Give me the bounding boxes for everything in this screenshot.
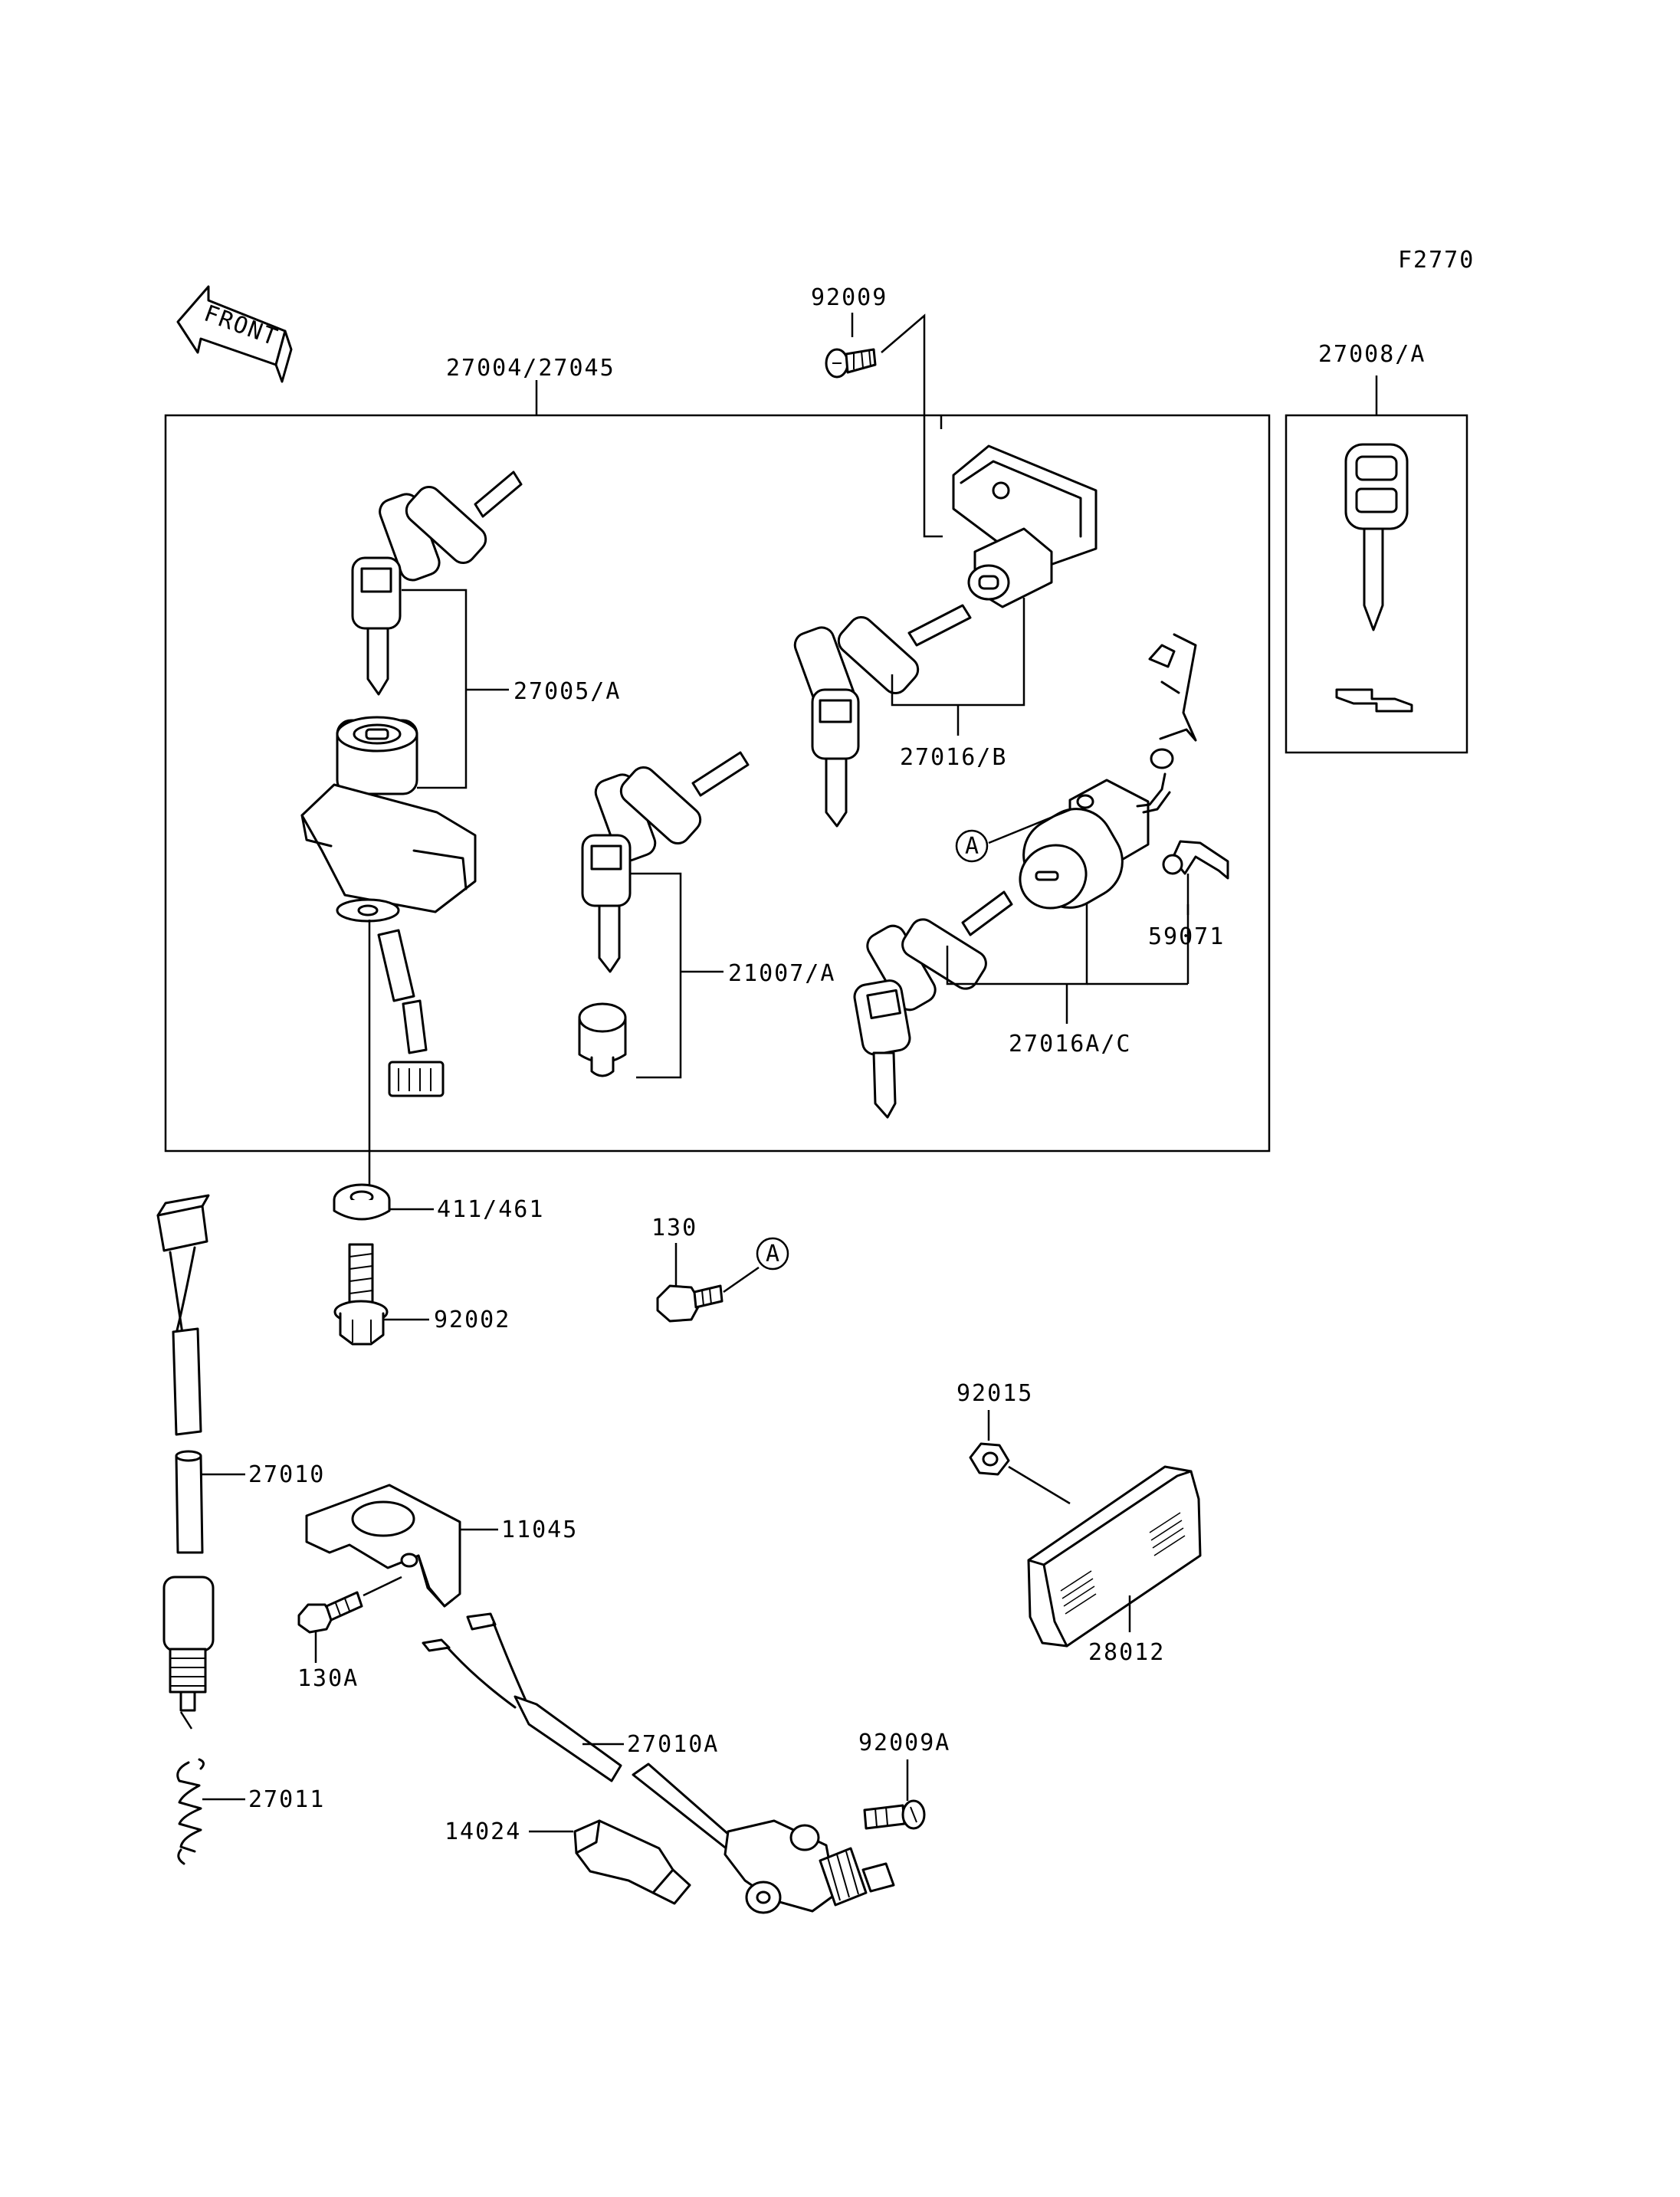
callout-27011: 27011 bbox=[248, 1786, 325, 1813]
callout-59071: 59071 bbox=[1148, 923, 1225, 950]
callout-130a: 130A bbox=[297, 1665, 359, 1692]
keys-27016b-icon bbox=[793, 604, 972, 828]
cover-14024-icon bbox=[573, 1819, 691, 1905]
bracket-11045-icon bbox=[305, 1484, 461, 1608]
callout-92002: 92002 bbox=[434, 1307, 510, 1333]
keys-27016ac-icon bbox=[853, 890, 1013, 1119]
callout-27016ac: 27016A/C bbox=[1009, 1031, 1132, 1058]
switch-27010-icon bbox=[156, 1194, 215, 1730]
marker-a-1: A bbox=[965, 833, 980, 860]
screw-92009a-icon bbox=[863, 1799, 926, 1830]
callout-21007: 21007/A bbox=[728, 960, 835, 987]
callout-27010: 27010 bbox=[248, 1461, 325, 1488]
seat-lock-icon bbox=[952, 444, 1098, 608]
callout-92009: 92009 bbox=[811, 284, 888, 311]
marker-a-2-circle bbox=[756, 1237, 789, 1271]
marker-a-2: A bbox=[766, 1241, 781, 1267]
marker-a-1-circle bbox=[955, 829, 989, 863]
figure-code: F2770 bbox=[1398, 247, 1475, 274]
nut-92015-icon bbox=[969, 1442, 1010, 1476]
callout-14024: 14024 bbox=[445, 1818, 521, 1845]
callout-411: 411/461 bbox=[437, 1196, 544, 1223]
key-set-box bbox=[164, 414, 1271, 1153]
bolt-130-icon bbox=[656, 1284, 724, 1323]
helmet-lock-icon bbox=[1019, 633, 1197, 910]
switch-27010a-icon bbox=[422, 1612, 895, 1914]
keys-21007a-icon bbox=[578, 751, 750, 1077]
callout-92009a: 92009A bbox=[858, 1730, 950, 1756]
clip-59071-icon bbox=[1162, 840, 1229, 880]
callout-11045: 11045 bbox=[501, 1517, 578, 1543]
spring-27011-icon bbox=[176, 1758, 205, 1865]
bolt-130a-icon bbox=[297, 1591, 363, 1634]
blank-key-icon bbox=[1335, 443, 1413, 713]
washer-411-icon bbox=[333, 1183, 391, 1221]
screw-92009-icon bbox=[825, 348, 877, 379]
keys-27005a-icon bbox=[351, 471, 523, 696]
callout-27010a: 27010A bbox=[627, 1731, 719, 1758]
callout-130: 130 bbox=[651, 1215, 697, 1241]
bolt-92002-icon bbox=[333, 1243, 389, 1346]
callout-92015: 92015 bbox=[956, 1380, 1033, 1407]
ignition-switch-icon bbox=[300, 716, 477, 1097]
callout-28012: 28012 bbox=[1088, 1639, 1165, 1666]
callout-27005: 27005/A bbox=[514, 678, 621, 705]
front-arrow-icon: FRONT bbox=[176, 285, 293, 383]
reflector-28012-icon bbox=[1027, 1465, 1202, 1648]
callout-27008: 27008/A bbox=[1318, 341, 1426, 368]
callout-27004: 27004/27045 bbox=[446, 355, 615, 382]
callout-27016b: 27016/B bbox=[900, 744, 1007, 771]
